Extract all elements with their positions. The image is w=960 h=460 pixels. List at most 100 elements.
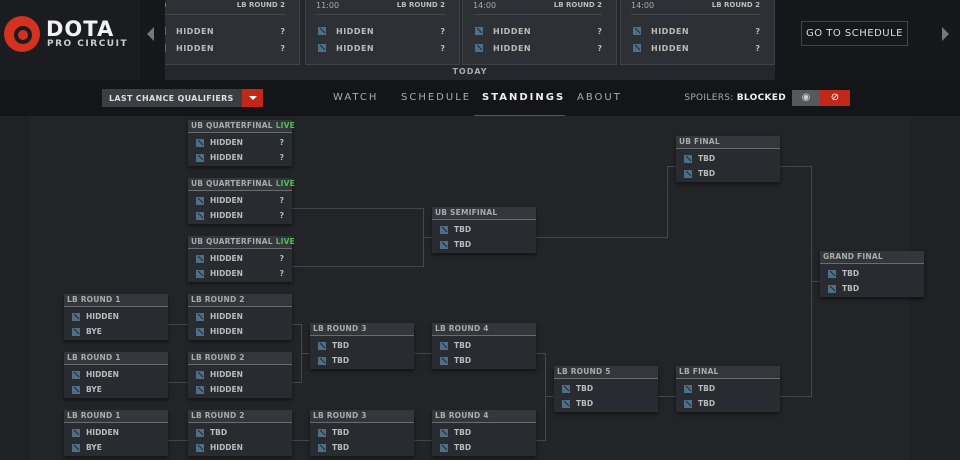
bracket-connector-line (536, 237, 667, 238)
team-score: ? (440, 26, 445, 36)
spoilers-value: BLOCKED (736, 93, 786, 103)
team-row: TBD (554, 396, 658, 411)
nav-schedule[interactable]: SCHEDULE (401, 92, 472, 103)
today-label: TODAY (452, 67, 488, 76)
hide-spoilers-eye-off-icon[interactable]: ⊘ (820, 90, 850, 106)
team-icon (196, 370, 204, 379)
match-title-text: UB QUARTERFINAL (191, 237, 273, 246)
dota-pro-circuit-logo[interactable]: DOTA PRO CIRCUIT (0, 0, 140, 80)
team-row: HIDDEN? (188, 193, 292, 208)
team-name: TBD (332, 443, 350, 452)
match-title: LB FINAL (676, 366, 780, 379)
bracket-connector-line (658, 396, 667, 397)
team-row: TBD (676, 166, 780, 181)
team-icon (165, 44, 166, 52)
team-name: TBD (332, 428, 350, 437)
team-icon (475, 44, 483, 52)
match-title-text: LB ROUND 3 (313, 324, 367, 333)
team-icon (440, 240, 448, 249)
team-name: HIDDEN (651, 26, 690, 36)
team-row: BYE (64, 440, 168, 455)
team-score: ? (280, 26, 285, 36)
spoilers-status: SPOILERS: BLOCKED (684, 93, 786, 103)
bracket-connector-line (292, 208, 423, 209)
divider (631, 14, 760, 15)
bracket-connector-line (301, 324, 302, 354)
team-icon (633, 44, 641, 52)
team-name: HIDDEN (210, 254, 243, 263)
schedule-prev-arrow-icon[interactable] (147, 27, 154, 41)
match-round: LB ROUND 2 (236, 1, 285, 9)
team-icon (318, 356, 326, 365)
bracket-connector-line (667, 166, 676, 167)
nav-about[interactable]: ABOUT (577, 92, 622, 103)
event-select-dropdown-icon[interactable] (242, 89, 263, 107)
bracket-connector-line (780, 166, 811, 167)
team-icon (72, 428, 80, 437)
team-row: TBD (432, 440, 536, 455)
match-round: LB ROUND 2 (396, 1, 445, 9)
team-score: ? (279, 138, 284, 147)
team-name: HIDDEN (210, 269, 243, 278)
team-name: HIDDEN (86, 370, 119, 379)
match-round: LB ROUND 2 (553, 1, 602, 9)
team-row: TBD (432, 237, 536, 252)
match-title-text: UB SEMIFINAL (435, 208, 498, 217)
team-name: TBD (576, 399, 594, 408)
team-score: ? (279, 153, 284, 162)
team-icon (633, 27, 641, 35)
team-icon (475, 27, 483, 35)
live-badge: LIVE (275, 237, 295, 246)
match-title-text: LB ROUND 5 (557, 367, 611, 376)
team-icon (196, 138, 204, 147)
team-name: HIDDEN (210, 385, 243, 394)
team-row: TBD (432, 338, 536, 353)
team-row: HIDDEN? (188, 208, 292, 223)
nav-standings[interactable]: STANDINGS (482, 92, 566, 103)
spoilers-label: SPOILERS: (684, 93, 734, 103)
team-icon (196, 443, 204, 452)
nav-watch[interactable]: WATCH (333, 92, 379, 103)
team-row: TBD (676, 396, 780, 411)
match-title: LB ROUND 1 (64, 294, 168, 307)
go-to-schedule-button[interactable]: GO TO SCHEDULE (801, 21, 908, 46)
bracket-connector-line (667, 166, 668, 238)
team-name: BYE (86, 385, 102, 394)
show-spoilers-eye-icon[interactable]: ◉ (792, 90, 820, 106)
team-name: HIDDEN (336, 43, 375, 53)
team-name: TBD (332, 341, 350, 350)
team-row: TBD (310, 425, 414, 440)
bracket-connector-line (423, 237, 432, 238)
event-select[interactable]: LAST CHANCE QUALIFIERS (102, 89, 242, 107)
team-name: TBD (454, 428, 472, 437)
bracket-connector-line (414, 353, 423, 354)
team-icon (684, 399, 692, 408)
team-row: HIDDEN? (633, 24, 760, 38)
team-icon (440, 341, 448, 350)
schedule-next-arrow-icon[interactable] (942, 27, 949, 41)
